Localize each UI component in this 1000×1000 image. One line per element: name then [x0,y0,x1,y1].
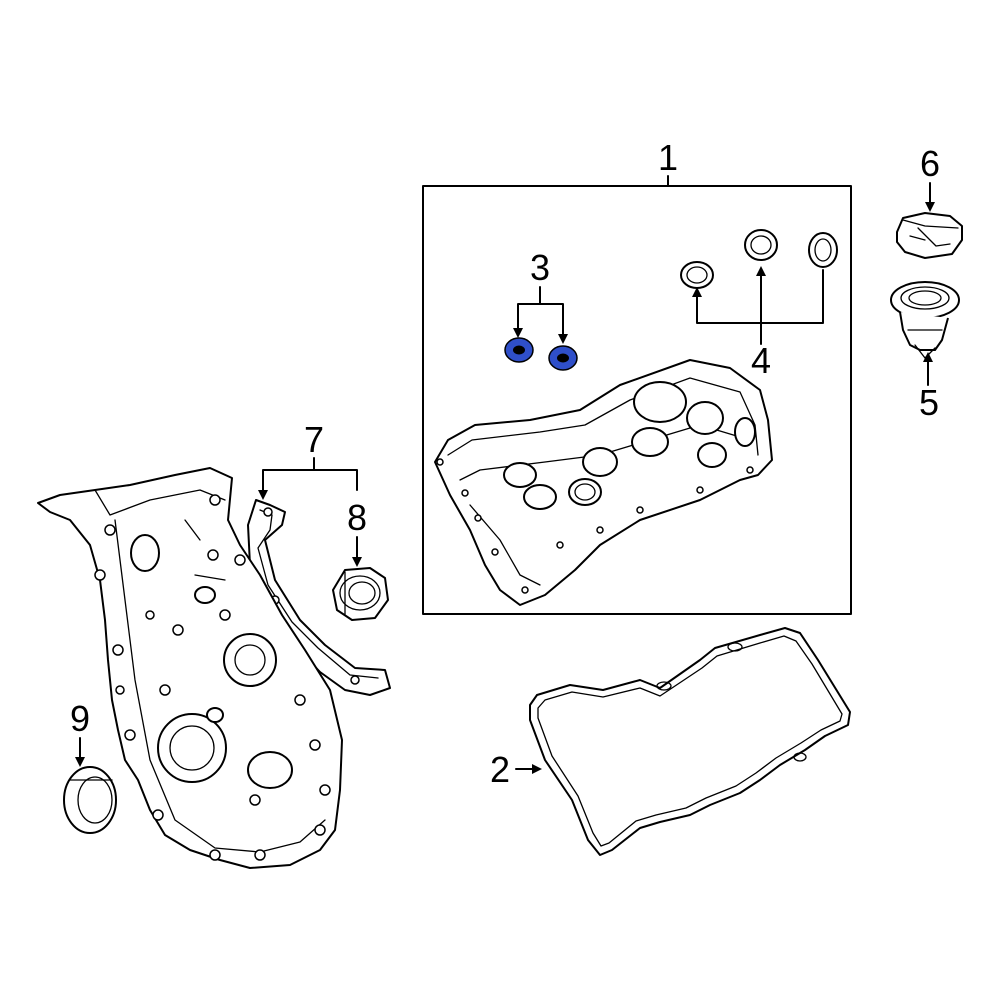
timing-cover [37,467,343,869]
arrow-9 [75,757,85,767]
callout-8: 8 [347,497,367,538]
seal-4-middle [744,229,778,261]
leader-7-branch [262,469,358,493]
callout-6: 6 [920,143,940,184]
seal-4-left [680,261,714,289]
callout-2: 2 [490,749,510,790]
seal-8 [332,567,389,621]
valve-cover-gasket [529,627,851,856]
callout-4: 4 [751,340,771,381]
callout-5: 5 [919,382,939,423]
arrow-4b [756,266,766,276]
valve-cover [434,359,773,606]
arrow-4a [692,287,702,297]
seal-3-left [504,337,534,363]
arrow-3a [513,328,523,338]
leader-3-branch [517,303,564,337]
seal-3-right [548,345,578,371]
arrow-2 [532,764,542,774]
assembly-box [422,185,852,615]
arrow-6 [925,202,935,212]
filler-neck [890,281,960,359]
arrow-8 [352,557,362,567]
callout-9: 9 [70,698,90,739]
arrow-3b [558,334,568,344]
callout-3: 3 [530,247,550,288]
arrow-5 [923,352,933,362]
seal-9 [63,766,117,834]
arrow-7 [258,490,268,500]
callout-7: 7 [304,419,324,460]
oil-filler-cap [896,212,963,259]
front-cover-gasket [247,499,391,696]
callout-1: 1 [658,137,678,178]
seal-4-right [808,232,838,268]
